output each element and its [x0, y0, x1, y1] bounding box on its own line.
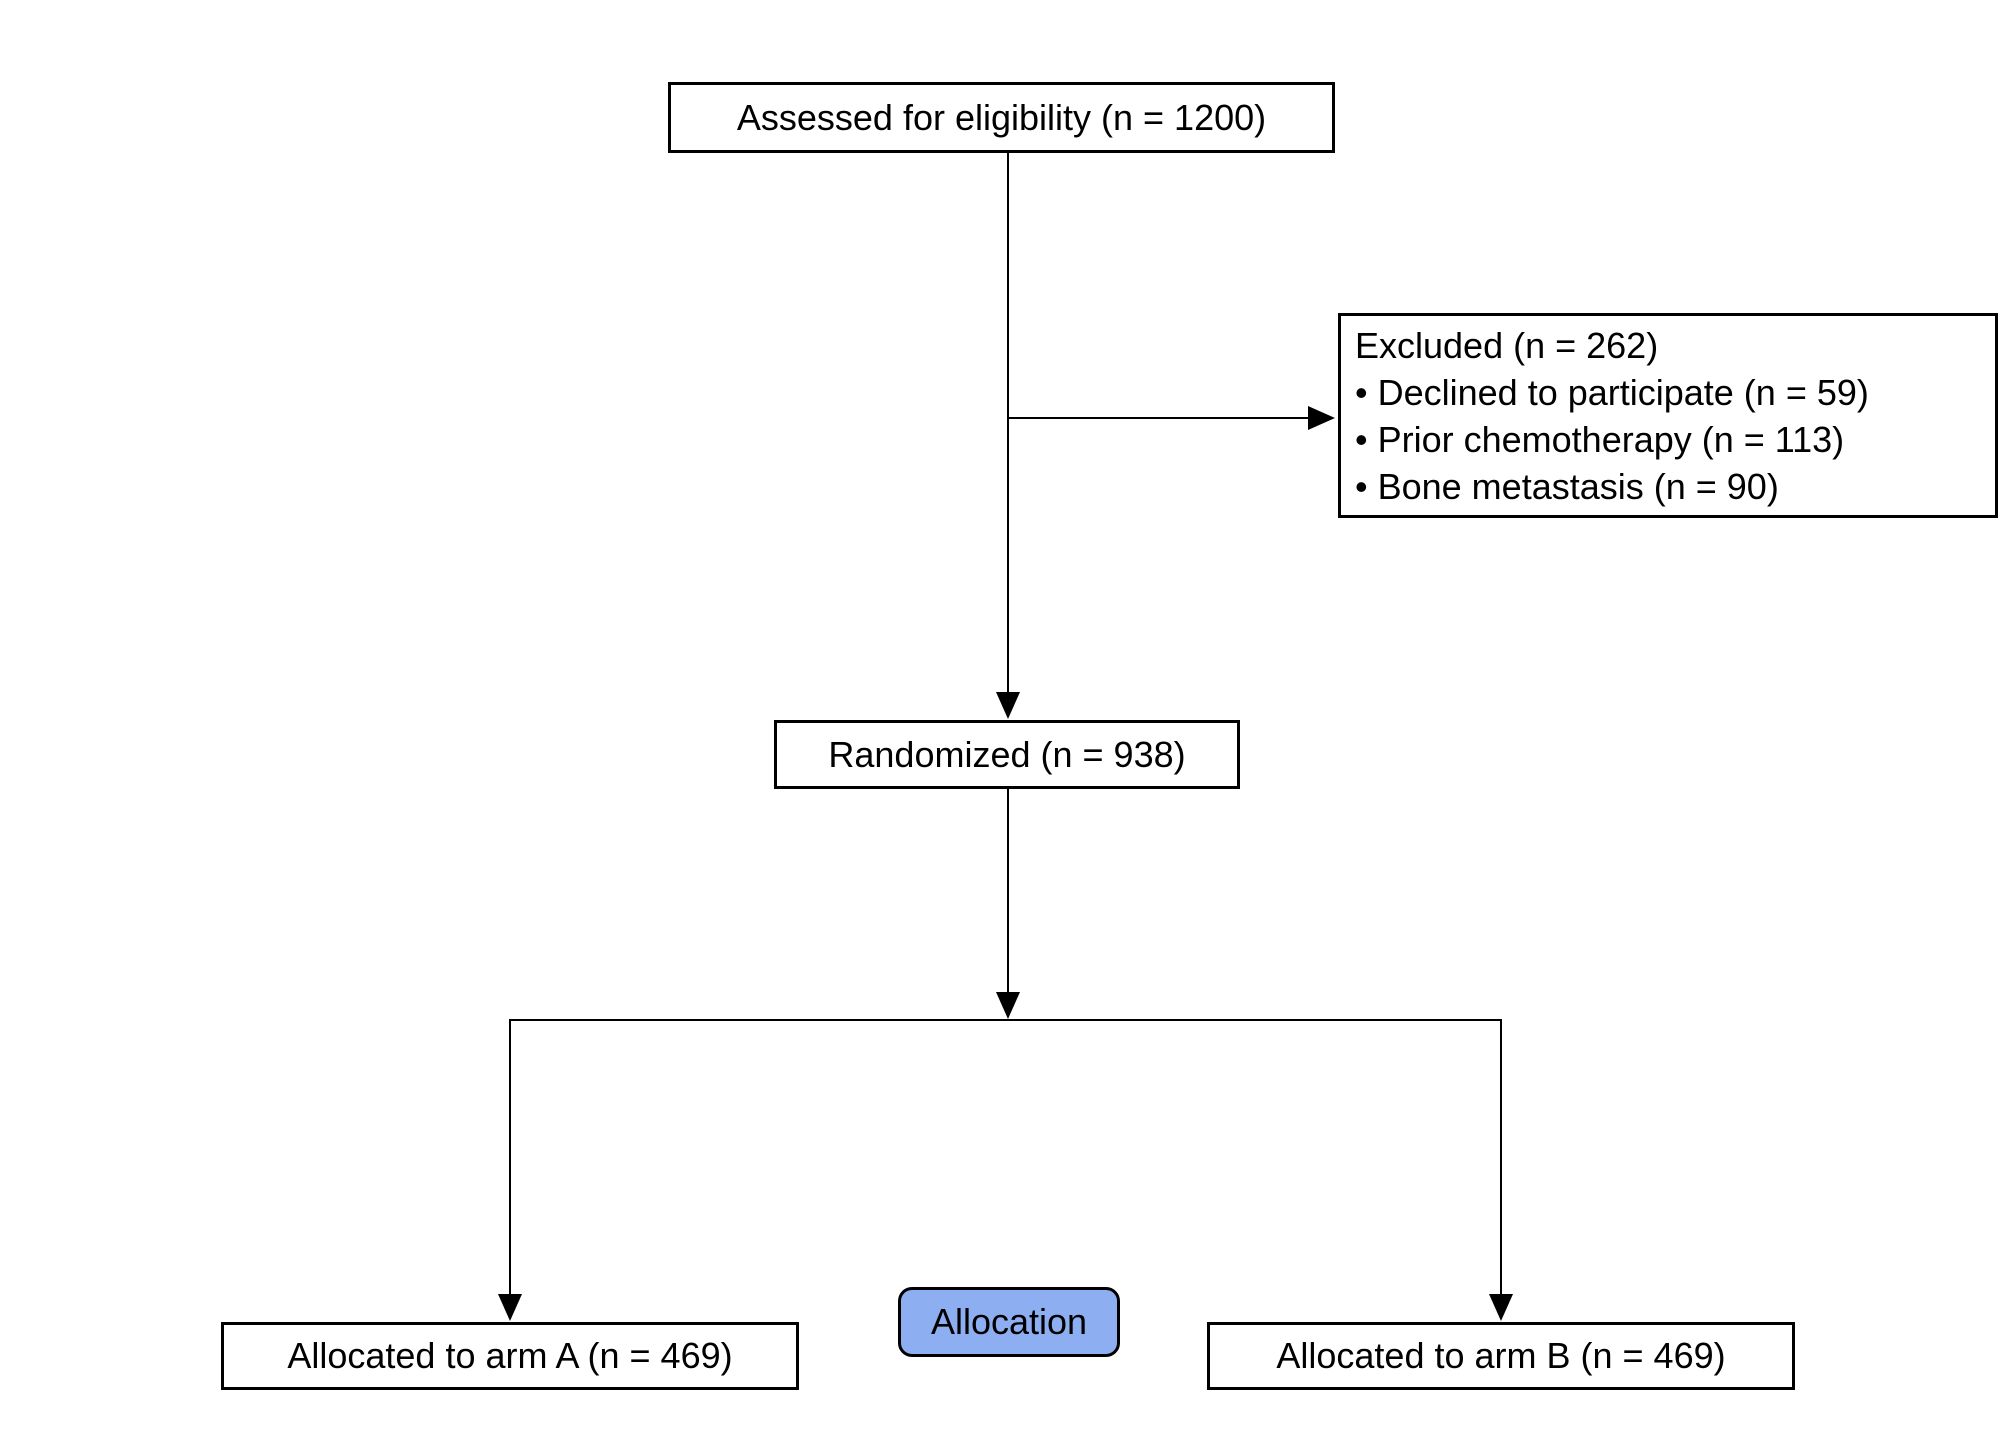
excluded-item: • Declined to participate (n = 59) [1355, 372, 1869, 413]
excluded-item: • Bone metastasis (n = 90) [1355, 466, 1779, 507]
excluded-item: • Prior chemotherapy (n = 113) [1355, 419, 1845, 460]
allocation-label-text: Allocation [930, 1301, 1088, 1342]
arrowhead-into-arm-b [1489, 1294, 1513, 1321]
arrowhead-at-junction [996, 992, 1020, 1019]
node-excluded: Excluded (n = 262) • Declined to partici… [1338, 313, 1998, 518]
excluded-title: Excluded (n = 262) [1355, 325, 1659, 366]
node-randomized: Randomized (n = 938) [774, 720, 1240, 789]
node-assessed-eligibility: Assessed for eligibility (n = 1200) [668, 82, 1335, 153]
node-allocated-arm-b: Allocated to arm B (n = 469) [1207, 1322, 1795, 1390]
node-allocated-arm-a: Allocated to arm A (n = 469) [221, 1322, 799, 1390]
arrowhead-into-arm-a [498, 1294, 522, 1321]
allocation-label: Allocation [898, 1287, 1120, 1357]
arrowhead-into-excluded [1308, 406, 1335, 430]
assessed-label: Assessed for eligibility (n = 1200) [736, 96, 1267, 138]
randomized-label: Randomized (n = 938) [828, 733, 1186, 775]
arrowhead-into-randomized [996, 692, 1020, 719]
arm-b-label: Allocated to arm B (n = 469) [1276, 1335, 1726, 1377]
arm-a-label: Allocated to arm A (n = 469) [287, 1335, 733, 1377]
